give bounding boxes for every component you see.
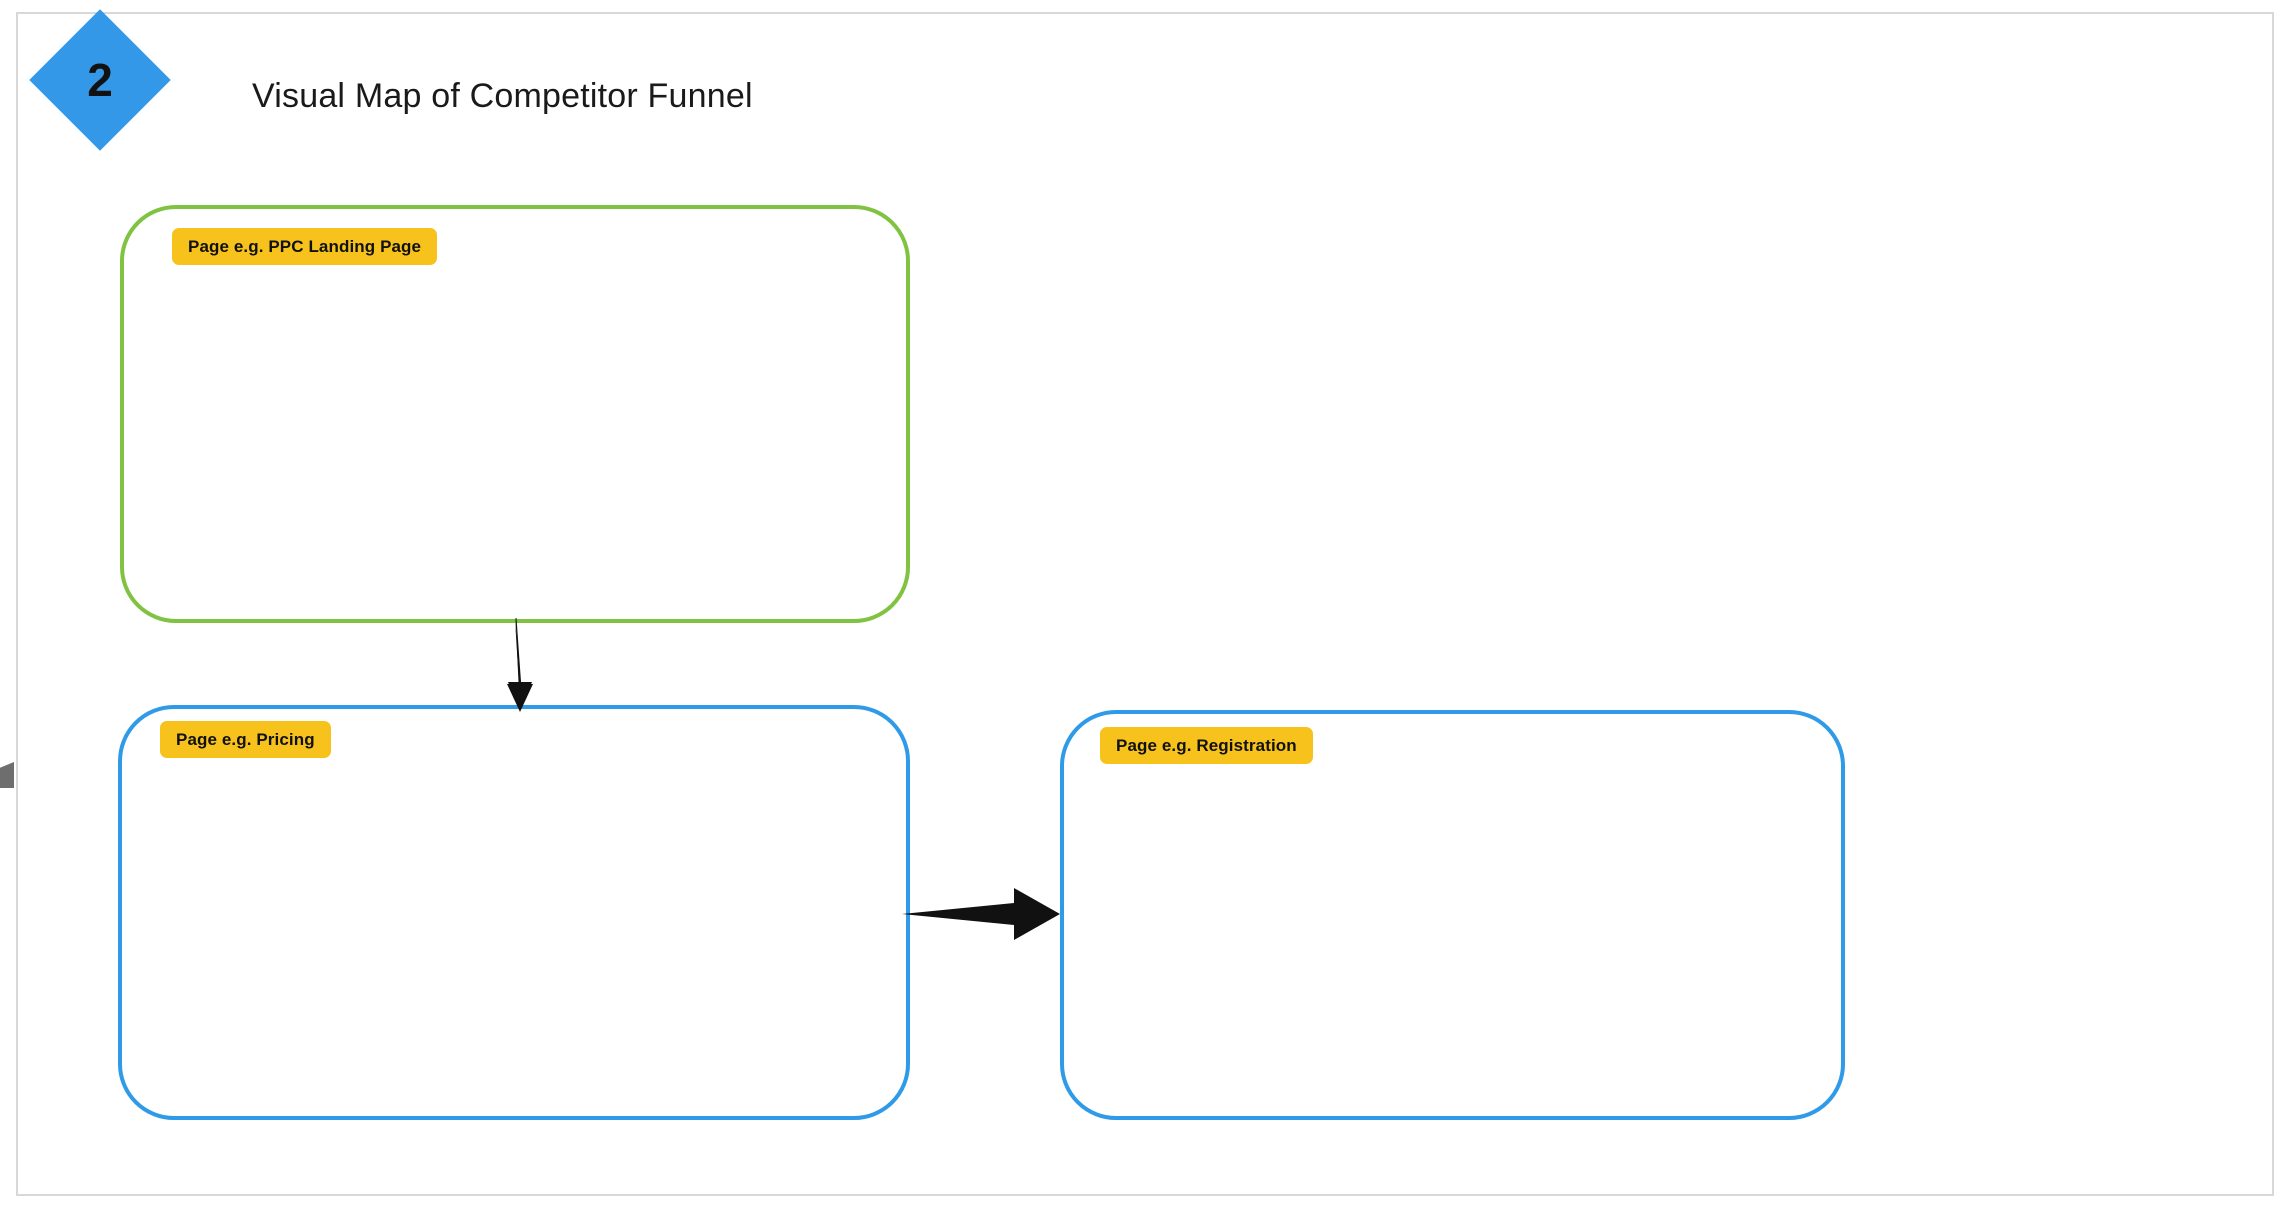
connector-arrow-right — [902, 888, 1060, 940]
page-title: Visual Map of Competitor Funnel — [252, 77, 753, 115]
stage-box-pricing[interactable] — [118, 705, 910, 1120]
page-badge-registration[interactable]: Page e.g. Registration — [1100, 727, 1313, 764]
step-number-label: 2 — [87, 54, 113, 106]
page-badge-pricing[interactable]: Page e.g. Pricing — [160, 721, 331, 758]
connector-arrow-down — [507, 618, 533, 712]
stage-box-ppc-landing-page[interactable] — [120, 205, 910, 623]
stage-box-registration[interactable] — [1060, 710, 1845, 1120]
page-badge-ppc-landing-page[interactable]: Page e.g. PPC Landing Page — [172, 228, 438, 265]
canvas-frame — [16, 12, 2274, 1196]
collapse-panel-handle-icon[interactable] — [0, 762, 14, 788]
